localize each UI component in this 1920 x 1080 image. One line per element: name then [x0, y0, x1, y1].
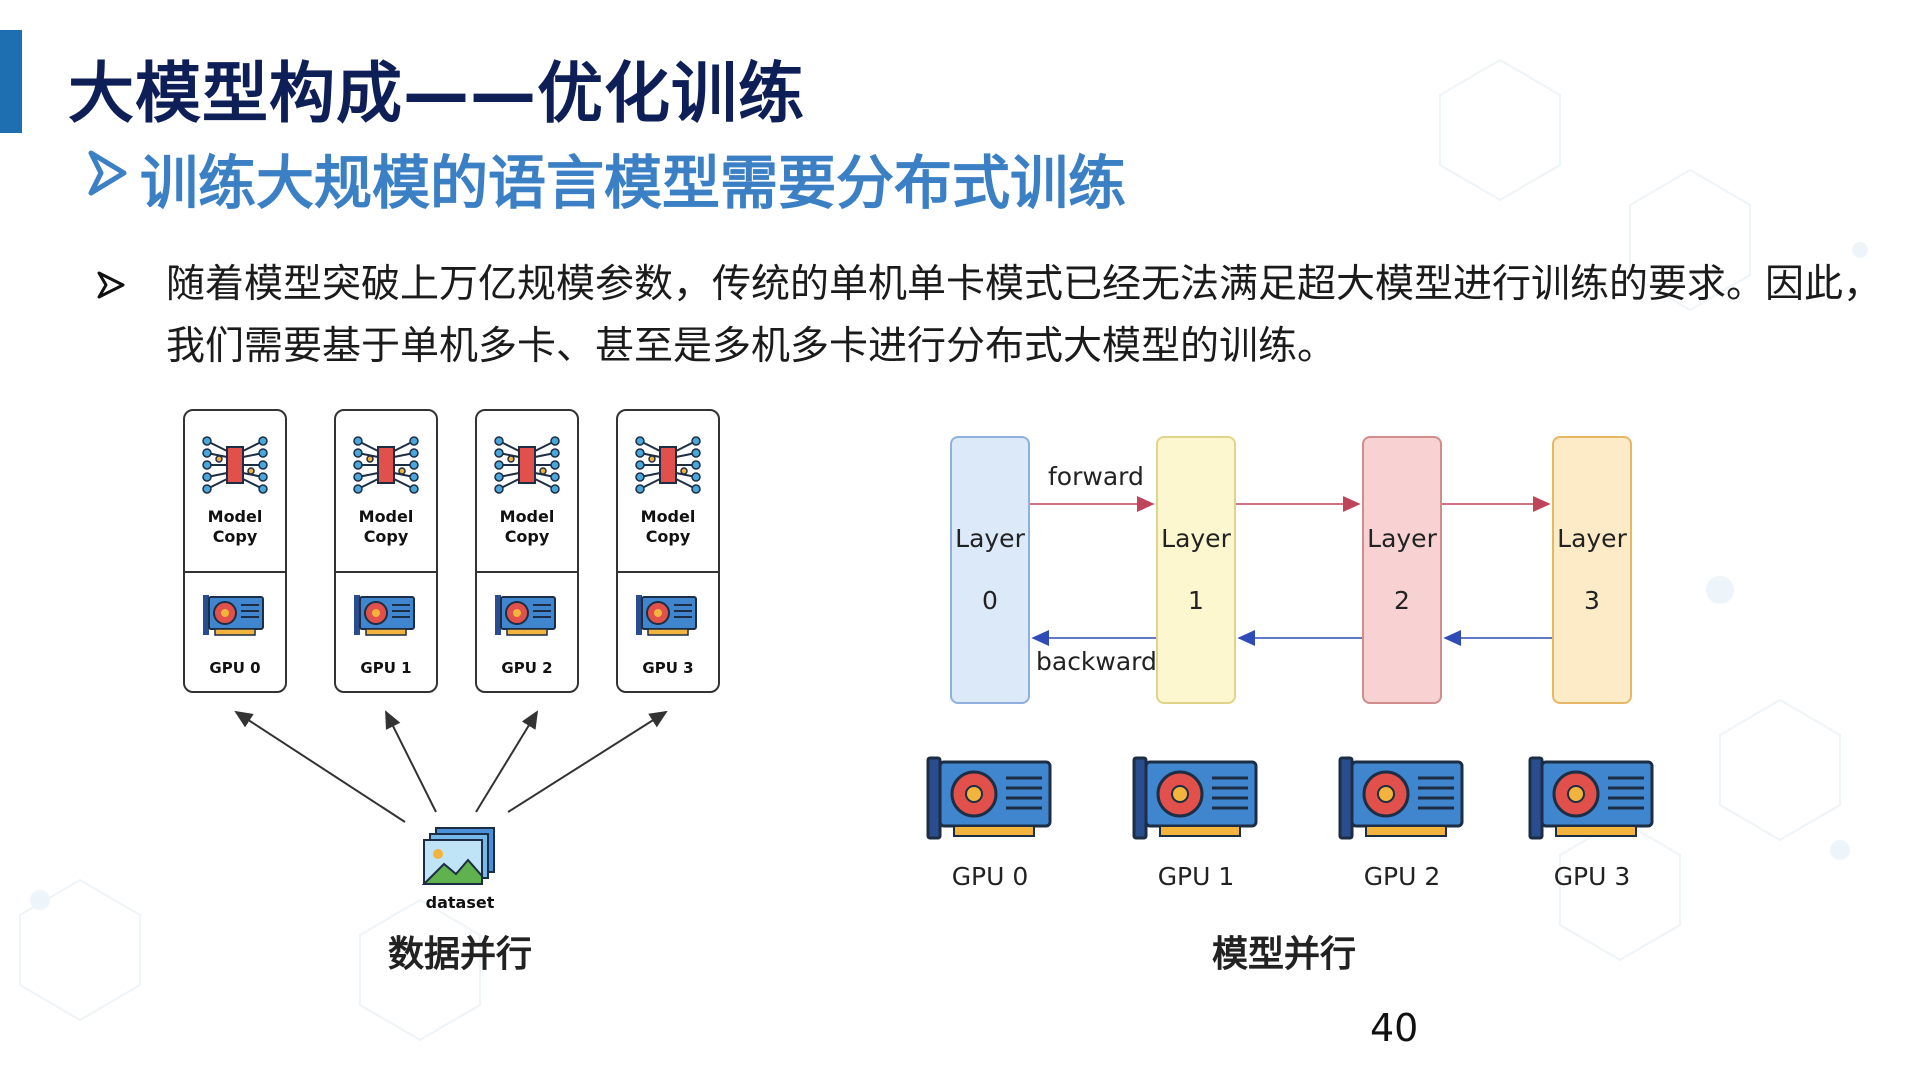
neural-network-icon [353, 436, 419, 494]
gpu-card-icon [926, 756, 1052, 840]
arrow-right-icon [88, 150, 127, 196]
slide-title: 大模型构成——优化训练 [68, 55, 805, 132]
backward-label: backward [1036, 647, 1157, 676]
body-paragraph: 随着模型突破上万亿规模参数，传统的单机单卡模式已经无法满足超大模型进行训练的要求… [166, 262, 1883, 369]
gpu-label: GPU 0 [951, 862, 1029, 891]
gpu-card-icon [354, 595, 415, 636]
card-gpu-label: GPU 1 [360, 659, 412, 677]
layer-name: Layer [1367, 524, 1437, 553]
title-accent-bar [0, 30, 22, 133]
layer-name: Layer [955, 524, 1025, 553]
forward-label: forward [1048, 462, 1144, 491]
layer-name: Layer [1161, 524, 1231, 553]
card-label-copy: Copy [645, 527, 691, 546]
dataset-image-icon [422, 827, 495, 885]
layer-index: 3 [1584, 586, 1600, 615]
gpu-label: GPU 3 [1553, 862, 1631, 891]
card-label-model: Model [358, 507, 414, 526]
card-label-copy: Copy [504, 527, 550, 546]
card-label-copy: Copy [363, 527, 409, 546]
layer-index: 0 [982, 586, 998, 615]
layer-index: 1 [1188, 586, 1204, 615]
layer-index: 2 [1394, 586, 1410, 615]
neural-network-icon [494, 436, 560, 494]
card-label-model: Model [207, 507, 263, 526]
page-number: 40 [1370, 1006, 1419, 1050]
gpu-label: GPU 1 [1157, 862, 1235, 891]
gpu-card-icon [1528, 756, 1654, 840]
layer-box: Layer 3 [1552, 436, 1632, 704]
arrow-right-icon [97, 271, 125, 299]
gpu-card-icon [636, 595, 697, 636]
layer-name: Layer [1557, 524, 1627, 553]
slide-subtitle: 训练大规模的语言模型需要分布式训练 [140, 149, 1127, 217]
card-gpu-label: GPU 3 [642, 659, 694, 677]
layer-box: Layer 0 [950, 436, 1030, 704]
neural-network-icon [202, 436, 268, 494]
layer-box: Layer 2 [1362, 436, 1442, 704]
gpu-label: GPU 2 [1363, 862, 1441, 891]
card-label-model: Model [499, 507, 555, 526]
card-gpu-label: GPU 0 [209, 659, 261, 677]
gpu-card-icon [203, 595, 264, 636]
dataset-label: dataset [425, 893, 495, 912]
gpu-card-icon [495, 595, 556, 636]
gpu-card-icon [1338, 756, 1464, 840]
neural-network-icon [635, 436, 701, 494]
data-parallel-caption: 数据并行 [387, 934, 532, 975]
card-label-model: Model [640, 507, 696, 526]
gpu-card-icon [1132, 756, 1258, 840]
card-label-copy: Copy [212, 527, 258, 546]
layer-box: Layer 1 [1156, 436, 1236, 704]
card-gpu-label: GPU 2 [501, 659, 553, 677]
model-parallel-caption: 模型并行 [1211, 934, 1356, 975]
